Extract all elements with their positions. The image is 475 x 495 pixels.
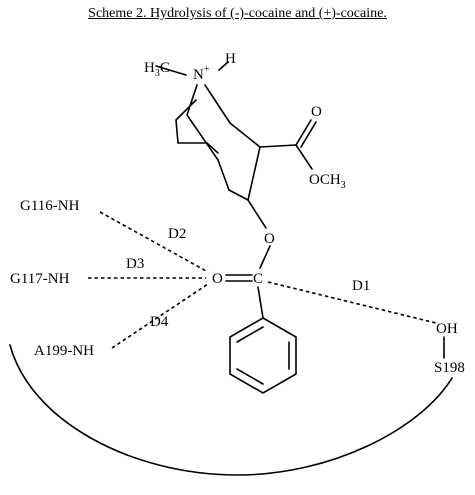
ring-bond-1 bbox=[175, 99, 197, 121]
ether-oxygen-label: O bbox=[264, 231, 275, 247]
distance-d1-label: D1 bbox=[352, 278, 370, 294]
d2-dashed-line bbox=[99, 211, 209, 273]
methyl-n-bond bbox=[155, 65, 187, 76]
carbonyl-o-label: O bbox=[212, 271, 223, 287]
phenyl-ring bbox=[229, 317, 297, 394]
ester-o-bond bbox=[295, 144, 313, 170]
c-phenyl-bond bbox=[257, 286, 264, 319]
distance-d3-label: D3 bbox=[126, 256, 144, 272]
ring-bond-8 bbox=[228, 189, 249, 201]
ring-bond-2 bbox=[175, 119, 179, 144]
carbonyl-bond-a bbox=[295, 119, 312, 146]
residue-g117-label: G117-NH bbox=[10, 271, 70, 287]
ester-c-bond bbox=[259, 144, 297, 148]
c-o-ether-bond bbox=[247, 199, 267, 229]
bridge-bond bbox=[186, 114, 219, 161]
active-site-arc bbox=[9, 344, 453, 476]
ring-bond-4 bbox=[206, 142, 219, 154]
residue-s198-label: S198 bbox=[434, 360, 465, 376]
o-carbonyl-c-bond bbox=[259, 245, 271, 269]
hydroxyl-label: OH bbox=[436, 321, 458, 337]
ring-bond-7 bbox=[247, 146, 261, 201]
n-bridgehead-left-bond bbox=[186, 84, 198, 116]
benzoyl-group bbox=[225, 199, 297, 394]
n-bridgehead-right-bond bbox=[204, 84, 231, 124]
nh-hydrogen-label: H bbox=[225, 51, 236, 67]
distance-d4-label: D4 bbox=[150, 314, 169, 330]
tropane-skeleton bbox=[155, 61, 261, 201]
methyl-ester-group bbox=[259, 119, 317, 170]
carbonyl-oxygen-label: O bbox=[311, 104, 322, 120]
phenyl-double-1 bbox=[236, 326, 264, 343]
ester-och3-label: OCH3 bbox=[309, 172, 346, 191]
scheme-title: Scheme 2. Hydrolysis of (-)-cocaine and … bbox=[88, 6, 387, 21]
ring-bond-6 bbox=[229, 122, 261, 148]
nitrogen-label: N+ bbox=[193, 64, 210, 83]
phenyl-double-3 bbox=[236, 368, 264, 385]
residue-a199-label: A199-NH bbox=[34, 343, 94, 359]
distance-d2-label: D2 bbox=[168, 226, 186, 242]
d1-dashed-line bbox=[267, 281, 437, 324]
carbonyl-bond-b bbox=[300, 121, 317, 148]
n-h-bond bbox=[218, 61, 229, 71]
residue-g116-label: G116-NH bbox=[20, 198, 80, 214]
ring-bond-5 bbox=[217, 159, 230, 191]
interaction-lines bbox=[88, 211, 437, 349]
carbonyl-c-label: C bbox=[253, 271, 263, 287]
methyl-label: H3C bbox=[144, 60, 170, 79]
